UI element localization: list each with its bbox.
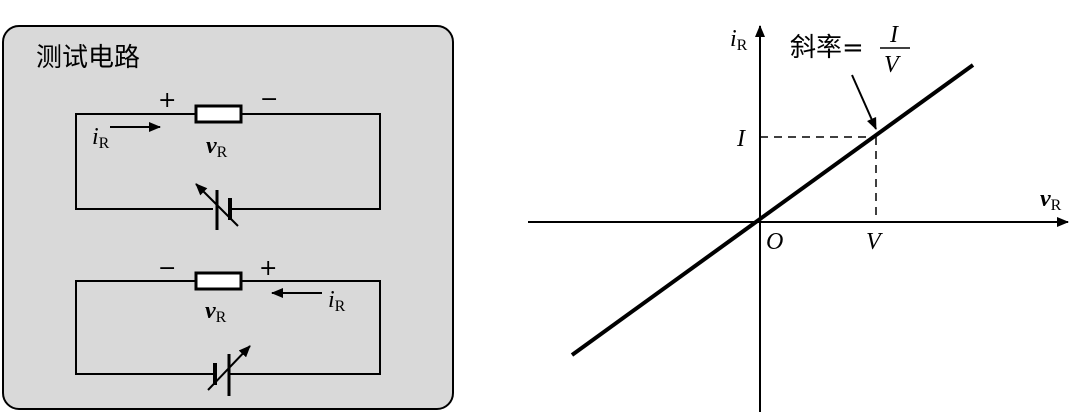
bottom-circuit-wire-right [230,280,381,375]
iv-characteristic-line [570,63,975,357]
slope-annotation: 斜率= I V [790,22,910,78]
x-axis-label: vR [1040,186,1062,214]
bottom-minus-sign: − [158,256,176,281]
variable-arrow [195,183,239,227]
top-circuit-wire-right [230,113,381,210]
origin-label: O [766,229,783,255]
bottom-plus-sign: + [259,256,277,281]
top-plus-sign: + [158,88,176,113]
v-tick-label: V [866,229,883,255]
variable-arrow [207,345,251,391]
y-axis-label: iR [730,26,748,54]
slope-numerator: I [889,22,899,48]
top-variable-battery [195,183,239,230]
top-minus-sign: − [260,87,278,112]
slope-denominator: V [884,52,901,78]
top-circuit: + − iR vR [75,87,381,230]
slope-text: 斜率= [790,33,864,63]
test-circuit-panel: 测试电路 + − iR vR [2,25,454,410]
top-resistor [194,104,243,124]
top-voltage-label: vR [206,133,228,161]
bottom-circuit-wire-left [75,280,213,375]
iv-graph: iR vR O I V 斜率= I V [528,22,1069,412]
bottom-voltage-label: vR [205,298,227,326]
i-tick-label: I [736,126,746,152]
panel-title: 测试电路 [36,43,140,73]
top-circuit-wire-left [75,113,213,210]
bottom-resistor [194,271,243,291]
bottom-current-label: iR [328,287,346,315]
bottom-variable-battery [207,345,251,396]
top-current-label: iR [92,124,110,152]
bottom-circuit: − + iR vR [75,256,381,396]
slope-pointer-arrow [851,74,877,130]
